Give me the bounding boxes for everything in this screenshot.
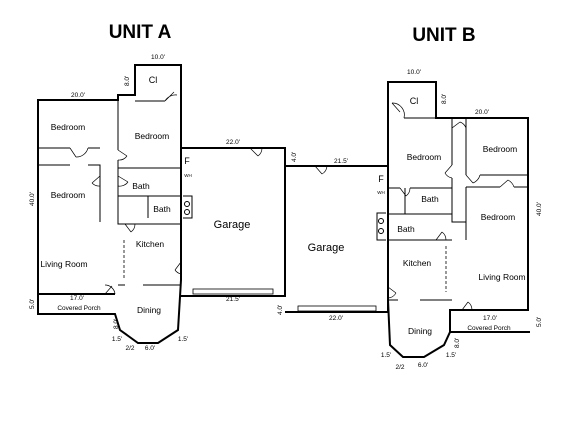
unit-b-porch-width-dim: 17.0': [483, 315, 497, 322]
unit-b-bay-right-dim: 1.5': [446, 352, 456, 359]
unit-b-furnace-label: F: [378, 174, 384, 184]
garage-b-front-dim: 22.0': [329, 315, 343, 322]
unit-b-door-bed2: [465, 174, 481, 184]
unit-a-bay-angle-dim: 2/2: [125, 345, 134, 352]
unit-a-depth-dim: 40.0': [29, 192, 36, 206]
unit-b-closet-depth-dim: 8.0': [441, 94, 448, 104]
garage-a-walls: [181, 147, 286, 297]
unit-b-door-porch: [461, 301, 473, 311]
unit-a-closet-label: Cl: [149, 75, 158, 85]
garage-a-label: Garage: [214, 219, 251, 231]
unit-a-bedroom-1-label: Bedroom: [51, 122, 86, 132]
unit-b-bedroom-2-label: Bedroom: [483, 144, 518, 154]
unit-a-range: [184, 209, 190, 215]
offset-top-dim: 4.0': [291, 152, 298, 162]
unit-a-bath-walls: [118, 167, 180, 218]
unit-b-depth-dim: 40.0': [536, 202, 543, 216]
unit-b-bath-2-label: Bath: [397, 224, 415, 234]
unit-a-door-garage: [174, 261, 182, 275]
unit-b-door-bed1: [444, 164, 453, 179]
unit-a-kitchen-label: Kitchen: [136, 239, 165, 249]
unit-b-sink: [378, 218, 384, 224]
unit-a-bath-1-label: Bath: [132, 181, 150, 191]
unit-b-bedroom-1-label: Bedroom: [407, 152, 442, 162]
unit-b-door-hall: [451, 121, 467, 129]
unit-a-width-dim: 20.0': [71, 92, 85, 99]
unit-b-porch-depth-dim: 5.0': [536, 317, 543, 327]
unit-b-living-room-label: Living Room: [478, 272, 525, 282]
unit-a-living-room-label: Living Room: [40, 259, 87, 269]
unit-a-sink: [184, 201, 190, 207]
unit-b-bath-1-label: Bath: [421, 194, 439, 204]
unit-b-bay-angle-dim: 2/2: [395, 364, 404, 371]
unit-a-closet-depth-dim: 8.0': [124, 76, 131, 86]
unit-a-door-porch: [104, 284, 116, 295]
garage-b-side-door: [314, 165, 328, 175]
unit-a-bay-side-dim: 8.0': [113, 319, 120, 329]
garage-b-walls: [285, 165, 389, 313]
unit-a-door-closet: [164, 91, 178, 102]
unit-b-bedroom-3-label: Bedroom: [481, 212, 516, 222]
unit-b-fridge: [376, 212, 386, 241]
unit-b-door-garage: [387, 286, 397, 299]
unit-b-range: [378, 228, 384, 234]
unit-b-bay-side-dim: 8.0': [454, 338, 461, 348]
unit-a-door-bed1: [69, 147, 89, 158]
unit-b-plan: Cl Bedroom Bedroom Bedroom Bath Bath Kit…: [376, 69, 543, 371]
unit-a-bedroom-2-label: Bedroom: [135, 131, 170, 141]
unit-a-door-bath2: [124, 223, 136, 233]
unit-b-closet-width-dim: 10.0': [407, 69, 421, 76]
unit-b-garage: 21.5' 22.0' Garage 4.0' 4.0': [277, 152, 389, 322]
unit-b-door-bath1: [399, 187, 411, 197]
unit-b-door-bath2: [435, 231, 447, 241]
unit-a-water-heater-label: WH: [184, 173, 192, 178]
unit-a-bath-2-label: Bath: [153, 204, 171, 214]
unit-a-door-bath1: [117, 175, 129, 187]
unit-b-bay-front-dim: 6.0': [418, 362, 428, 369]
unit-b-porch-label: Covered Porch: [467, 325, 511, 332]
unit-a-porch-width-dim: 17.0': [70, 295, 84, 302]
garage-b-back-dim: 21.5': [334, 158, 348, 165]
unit-b-closet-label: Cl: [410, 96, 419, 106]
unit-a-bay-right-dim: 1.5': [178, 336, 188, 343]
unit-b-bath-walls: [388, 187, 452, 241]
unit-a-porch-depth-dim: 5.0': [29, 299, 36, 309]
unit-b-dining-label: Dining: [408, 326, 432, 336]
unit-a-plan: Cl Bedroom Bedroom Bedroom Bath Bath Kit…: [29, 54, 193, 352]
offset-bottom-dim: 4.0': [277, 305, 284, 315]
unit-a-bedroom3-wall: [38, 164, 101, 222]
unit-a-closet-width-dim: 10.0': [151, 54, 165, 61]
garage-a-door: [192, 288, 274, 295]
unit-a-porch-label: Covered Porch: [57, 305, 101, 312]
unit-b-water-heater-label: WH: [377, 190, 385, 195]
garage-a-side-door: [249, 147, 263, 157]
unit-b-door-closet: [391, 102, 405, 119]
unit-a-hall-wall: [117, 100, 180, 225]
unit-b-door-bed3: [499, 179, 515, 188]
unit-a-bay-left-dim: 1.5': [112, 336, 122, 343]
unit-b-width-dim: 20.0': [475, 109, 489, 116]
unit-a-dining-label: Dining: [137, 305, 161, 315]
unit-a-furnace-label: F: [184, 156, 190, 166]
unit-a-fridge: [183, 195, 193, 219]
garage-b-door: [297, 305, 377, 312]
unit-a-exterior-wall: [37, 64, 182, 344]
unit-a-bay-front-dim: 6.0': [145, 345, 155, 352]
unit-b-kitchen-label: Kitchen: [403, 258, 432, 268]
unit-a-bedroom-3-label: Bedroom: [51, 190, 86, 200]
garage-a-back-dim: 22.0': [226, 139, 240, 146]
unit-b-title: UNIT B: [412, 25, 475, 46]
unit-a-title: UNIT A: [109, 22, 172, 43]
unit-a-door-bed2: [117, 149, 128, 161]
unit-a-door-bed3: [91, 175, 101, 187]
garage-b-label: Garage: [308, 242, 345, 254]
unit-b-bay-left-dim: 1.5': [381, 352, 391, 359]
unit-a-garage: 22.0' 21.5' Garage: [181, 139, 286, 303]
garage-a-front-dim: 21.5': [226, 296, 240, 303]
unit-b-bedroom-wall: [465, 118, 528, 188]
unit-b-hall-wall: [451, 118, 466, 223]
